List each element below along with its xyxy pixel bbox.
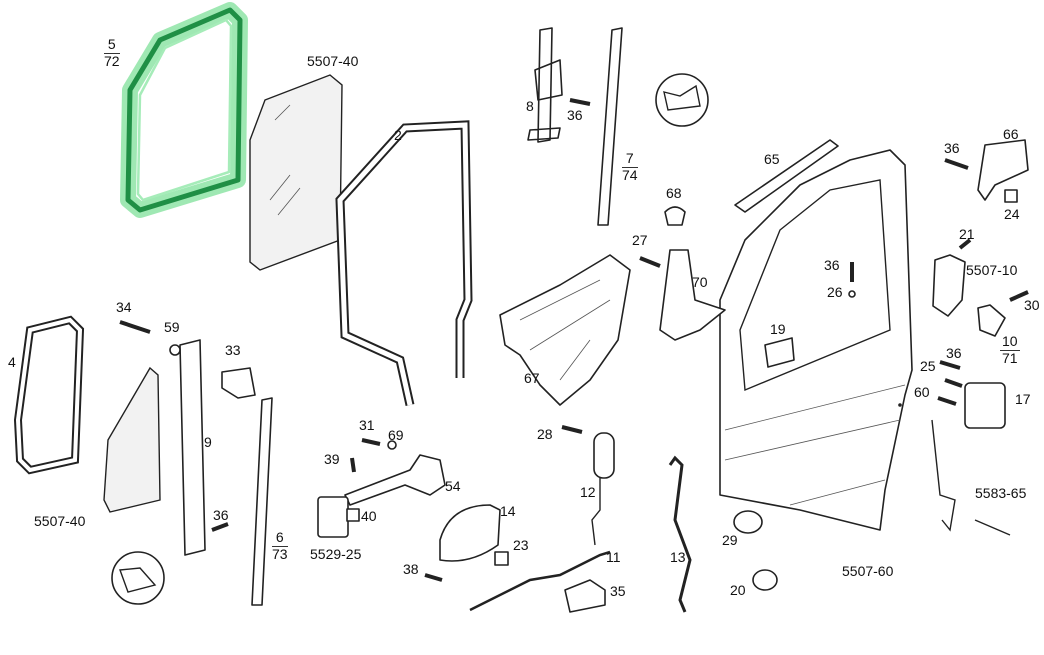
detail-callout-bottom bbox=[111, 551, 165, 605]
part-67-window-regulator[interactable] bbox=[499, 254, 631, 406]
part-7-strip[interactable] bbox=[597, 27, 623, 226]
fraction-num: 10 bbox=[1000, 333, 1020, 351]
bolts bbox=[119, 98, 1029, 582]
callout-11[interactable]: 11 bbox=[606, 549, 621, 565]
part-8-bracket[interactable] bbox=[527, 27, 563, 143]
part-5507-40-glass[interactable] bbox=[249, 74, 343, 271]
callout-67[interactable]: 67 bbox=[524, 370, 540, 386]
callout-25[interactable]: 25 bbox=[920, 358, 936, 374]
callout-36[interactable]: 36 bbox=[213, 507, 229, 523]
callout-36[interactable]: 36 bbox=[946, 345, 962, 361]
callout-36[interactable]: 36 bbox=[944, 140, 960, 156]
callout-12[interactable]: 12 bbox=[580, 484, 596, 500]
callout-21[interactable]: 21 bbox=[959, 226, 975, 242]
callout-2[interactable]: 2 bbox=[394, 127, 402, 143]
callout-40[interactable]: 40 bbox=[361, 508, 377, 524]
part-40-nut[interactable] bbox=[346, 508, 360, 522]
part-5583-65-lock-cylinder[interactable] bbox=[931, 419, 1011, 536]
fraction-num: 5 bbox=[104, 37, 120, 54]
part-24-nut[interactable] bbox=[1004, 189, 1018, 203]
callout-65[interactable]: 65 bbox=[764, 151, 780, 167]
callout-36[interactable]: 36 bbox=[824, 257, 840, 273]
part-20-plug[interactable] bbox=[752, 569, 778, 591]
callout-31[interactable]: 31 bbox=[359, 417, 375, 433]
callout-13[interactable]: 13 bbox=[670, 549, 686, 565]
part-5529-25-plate[interactable] bbox=[317, 496, 349, 538]
callout-60[interactable]: 60 bbox=[914, 384, 930, 400]
fraction-den: 74 bbox=[622, 167, 638, 183]
callout-5529-25[interactable]: 5529-25 bbox=[310, 546, 362, 562]
callout-27[interactable]: 27 bbox=[632, 232, 648, 248]
part-13-cable[interactable] bbox=[668, 455, 692, 613]
part-66-hinge[interactable] bbox=[977, 139, 1029, 201]
callout-19[interactable]: 19 bbox=[770, 321, 786, 337]
detail-callout-top bbox=[655, 73, 709, 127]
callout-68[interactable]: 68 bbox=[666, 185, 682, 201]
part-68-clip[interactable] bbox=[664, 206, 686, 226]
callout-5583-65[interactable]: 5583-65 bbox=[975, 485, 1027, 501]
part-2-door-seal[interactable] bbox=[335, 120, 473, 406]
part-23-clip[interactable] bbox=[494, 551, 509, 566]
callout-23[interactable]: 23 bbox=[513, 537, 529, 553]
callout-20[interactable]: 20 bbox=[730, 582, 746, 598]
part-54-check-strap[interactable] bbox=[344, 454, 446, 506]
callout-34[interactable]: 34 bbox=[116, 299, 132, 315]
part-33-clip[interactable] bbox=[221, 367, 256, 399]
callout-69[interactable]: 69 bbox=[388, 427, 404, 443]
callout-66[interactable]: 66 bbox=[1003, 126, 1019, 142]
callout-5507-60[interactable]: 5507-60 bbox=[842, 563, 894, 579]
part-17-handle[interactable] bbox=[964, 382, 1006, 429]
part-12-rod[interactable] bbox=[591, 478, 601, 546]
callout-36[interactable]: 36 bbox=[567, 107, 583, 123]
part-5-window-seal-highlighted[interactable] bbox=[120, 2, 248, 218]
callout-30[interactable]: 30 bbox=[1024, 297, 1040, 313]
callout-59[interactable]: 59 bbox=[164, 319, 180, 335]
fraction-num: 6 bbox=[272, 530, 288, 547]
part-59-washer[interactable] bbox=[169, 344, 181, 356]
callout-70[interactable]: 70 bbox=[692, 274, 708, 290]
part-29-cap[interactable] bbox=[733, 510, 763, 534]
callout-28[interactable]: 28 bbox=[537, 426, 553, 442]
callout-29[interactable]: 29 bbox=[722, 532, 738, 548]
part-11-rod[interactable] bbox=[469, 550, 611, 612]
part-65-rail[interactable] bbox=[734, 139, 839, 213]
part-26-washer[interactable] bbox=[848, 290, 856, 298]
part-69-washer[interactable] bbox=[387, 440, 397, 450]
callout-5507-40[interactable]: 5507-40 bbox=[307, 53, 359, 69]
fraction-den: 72 bbox=[104, 53, 120, 69]
part-14-outer-handle[interactable] bbox=[439, 504, 501, 562]
part-70-cover[interactable] bbox=[659, 249, 726, 341]
callout-38[interactable]: 38 bbox=[403, 561, 419, 577]
part-19-handle-inner[interactable] bbox=[764, 337, 795, 368]
callout-14[interactable]: 14 bbox=[500, 503, 516, 519]
part-35-bracket[interactable] bbox=[564, 579, 606, 613]
callout-17[interactable]: 17 bbox=[1015, 391, 1031, 407]
part-5507-60-door[interactable] bbox=[719, 149, 913, 531]
part-5507-10-lock[interactable] bbox=[932, 254, 966, 317]
fraction-den: 71 bbox=[1002, 350, 1018, 366]
fraction-den: 73 bbox=[272, 546, 288, 562]
part-9-channel[interactable] bbox=[179, 339, 206, 556]
callout-33[interactable]: 33 bbox=[225, 342, 241, 358]
callout-8[interactable]: 8 bbox=[526, 98, 534, 114]
part-6-strip[interactable] bbox=[251, 397, 273, 606]
part-10-striker[interactable] bbox=[977, 304, 1006, 337]
callout-54[interactable]: 54 bbox=[445, 478, 461, 494]
callout-39[interactable]: 39 bbox=[324, 451, 340, 467]
callout-26[interactable]: 26 bbox=[827, 284, 843, 300]
callout-9[interactable]: 9 bbox=[204, 434, 212, 450]
part-5507-40-quarter-glass[interactable] bbox=[103, 366, 161, 513]
callout-35[interactable]: 35 bbox=[610, 583, 626, 599]
callout-4[interactable]: 4 bbox=[8, 354, 16, 370]
fraction-num: 7 bbox=[622, 151, 638, 168]
callout-24[interactable]: 24 bbox=[1004, 206, 1020, 222]
callout-5507-40[interactable]: 5507-40 bbox=[34, 513, 86, 529]
callout-5507-10[interactable]: 5507-10 bbox=[966, 262, 1018, 278]
part-12-rod-cover[interactable] bbox=[593, 432, 615, 479]
